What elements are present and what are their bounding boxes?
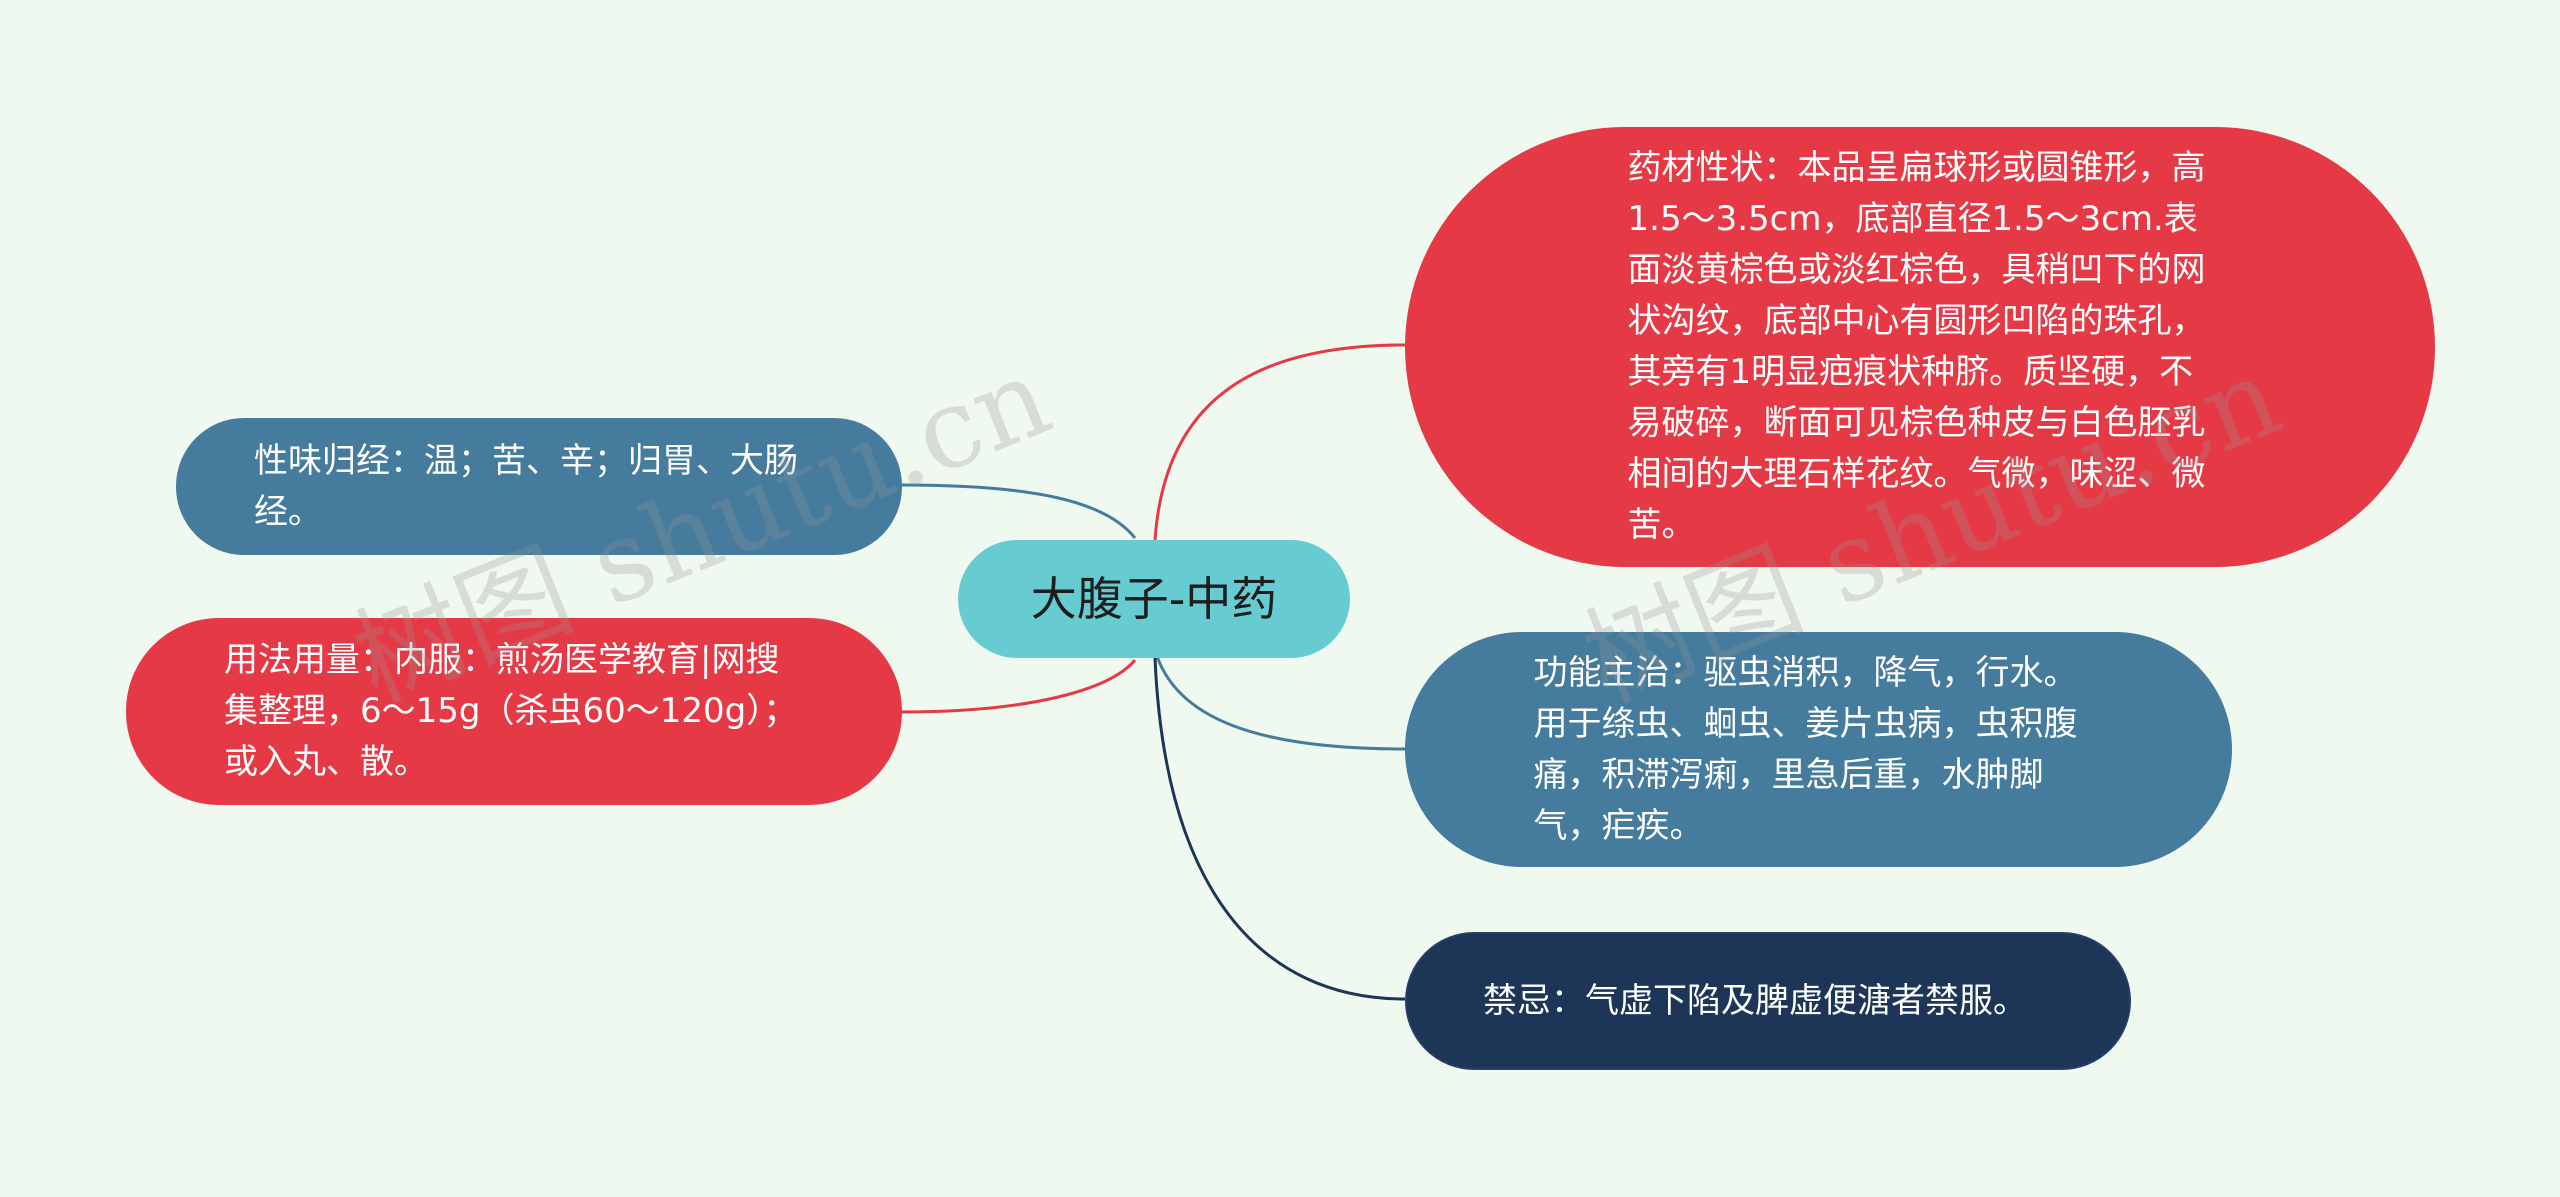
connector-usage	[901, 659, 1137, 714]
connector-char	[1153, 343, 1406, 541]
connector-func	[1153, 649, 1406, 751]
connector-taste	[901, 483, 1137, 539]
node-text: 功能主治：驱虫消积，降气，行水。用于绦虫、蛔虫、姜片虫病，虫积腹痛，积滞泻痢，里…	[1533, 652, 2078, 846]
node-text: 用法用量：内服：煎汤医学教育|网搜集整理，6～15g（杀虫60～120g）；或入…	[224, 640, 798, 782]
node-medicinal-characteristics[interactable]: 药材性状：本品呈扁球形或圆锥形，高1.5～3.5cm，底部直径1.5～3cm.表…	[1405, 127, 2435, 567]
node-nature-meridian[interactable]: 性味归经：温；苦、辛；归胃、大肠经。	[176, 418, 902, 555]
node-contraindications[interactable]: 禁忌：气虚下陷及脾虚便溏者禁服。	[1405, 932, 2131, 1070]
node-text: 性味归经：温；苦、辛；归胃、大肠经。	[254, 440, 798, 532]
center-topic-label: 大腹子-中药	[1030, 572, 1278, 626]
node-functions-indications[interactable]: 功能主治：驱虫消积，降气，行水。用于绦虫、蛔虫、姜片虫病，虫积腹痛，积滞泻痢，里…	[1405, 632, 2232, 867]
connector-taboo	[1153, 657, 1406, 1001]
node-text: 药材性状：本品呈扁球形或圆锥形，高1.5～3.5cm，底部直径1.5～3cm.表…	[1627, 148, 2206, 545]
center-topic[interactable]: 大腹子-中药	[958, 540, 1350, 658]
node-usage-dosage[interactable]: 用法用量：内服：煎汤医学教育|网搜集整理，6～15g（杀虫60～120g）；或入…	[126, 618, 902, 805]
node-text: 禁忌：气虚下陷及脾虚便溏者禁服。	[1483, 980, 2027, 1021]
